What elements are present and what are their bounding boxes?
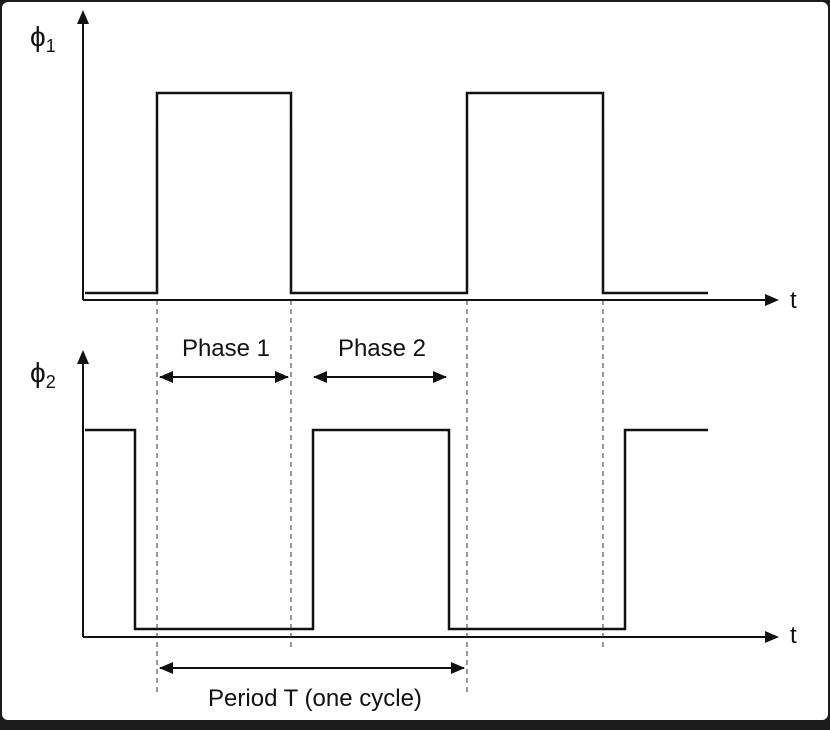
phase2-arrow-left-head: [313, 371, 327, 383]
phase2-arrow-right-head: [433, 371, 447, 383]
phi2-waveform: [85, 428, 708, 631]
phi1-symbol: ϕ: [30, 21, 46, 52]
phase1-label: Phase 1: [182, 335, 270, 362]
dashed-guides: [156, 300, 604, 692]
period-arrow-right-head: [451, 662, 465, 674]
phi1-t-axis-arrow: [765, 294, 779, 306]
phi1-y-axis-arrow: [77, 10, 89, 24]
phase2-label: Phase 2: [338, 335, 426, 362]
phi1-label: ϕ1: [30, 21, 56, 56]
phi1-subscript: 1: [46, 36, 56, 56]
phi2-symbol: ϕ: [30, 357, 46, 388]
period-label: Period T (one cycle): [208, 685, 422, 712]
phi2-label: ϕ2: [30, 357, 56, 392]
two-phase-clock-diagram: ϕ1 ϕ2 t t Phase 1 Phase 2 Period T (one …: [30, 10, 797, 712]
t-label-bottom: t: [790, 622, 797, 649]
phi1-waveform: [85, 91, 708, 295]
phi2-t-axis-arrow: [765, 631, 779, 643]
phi2-subscript: 2: [46, 372, 56, 392]
phase1-arrow-right-head: [275, 371, 289, 383]
phi2-y-axis-arrow: [77, 350, 89, 364]
period-arrow-left-head: [159, 662, 173, 674]
t-label-top: t: [790, 287, 797, 314]
diagram-canvas: ϕ1 ϕ2 t t Phase 1 Phase 2 Period T (one …: [2, 2, 828, 720]
phase1-arrow-left-head: [159, 371, 173, 383]
